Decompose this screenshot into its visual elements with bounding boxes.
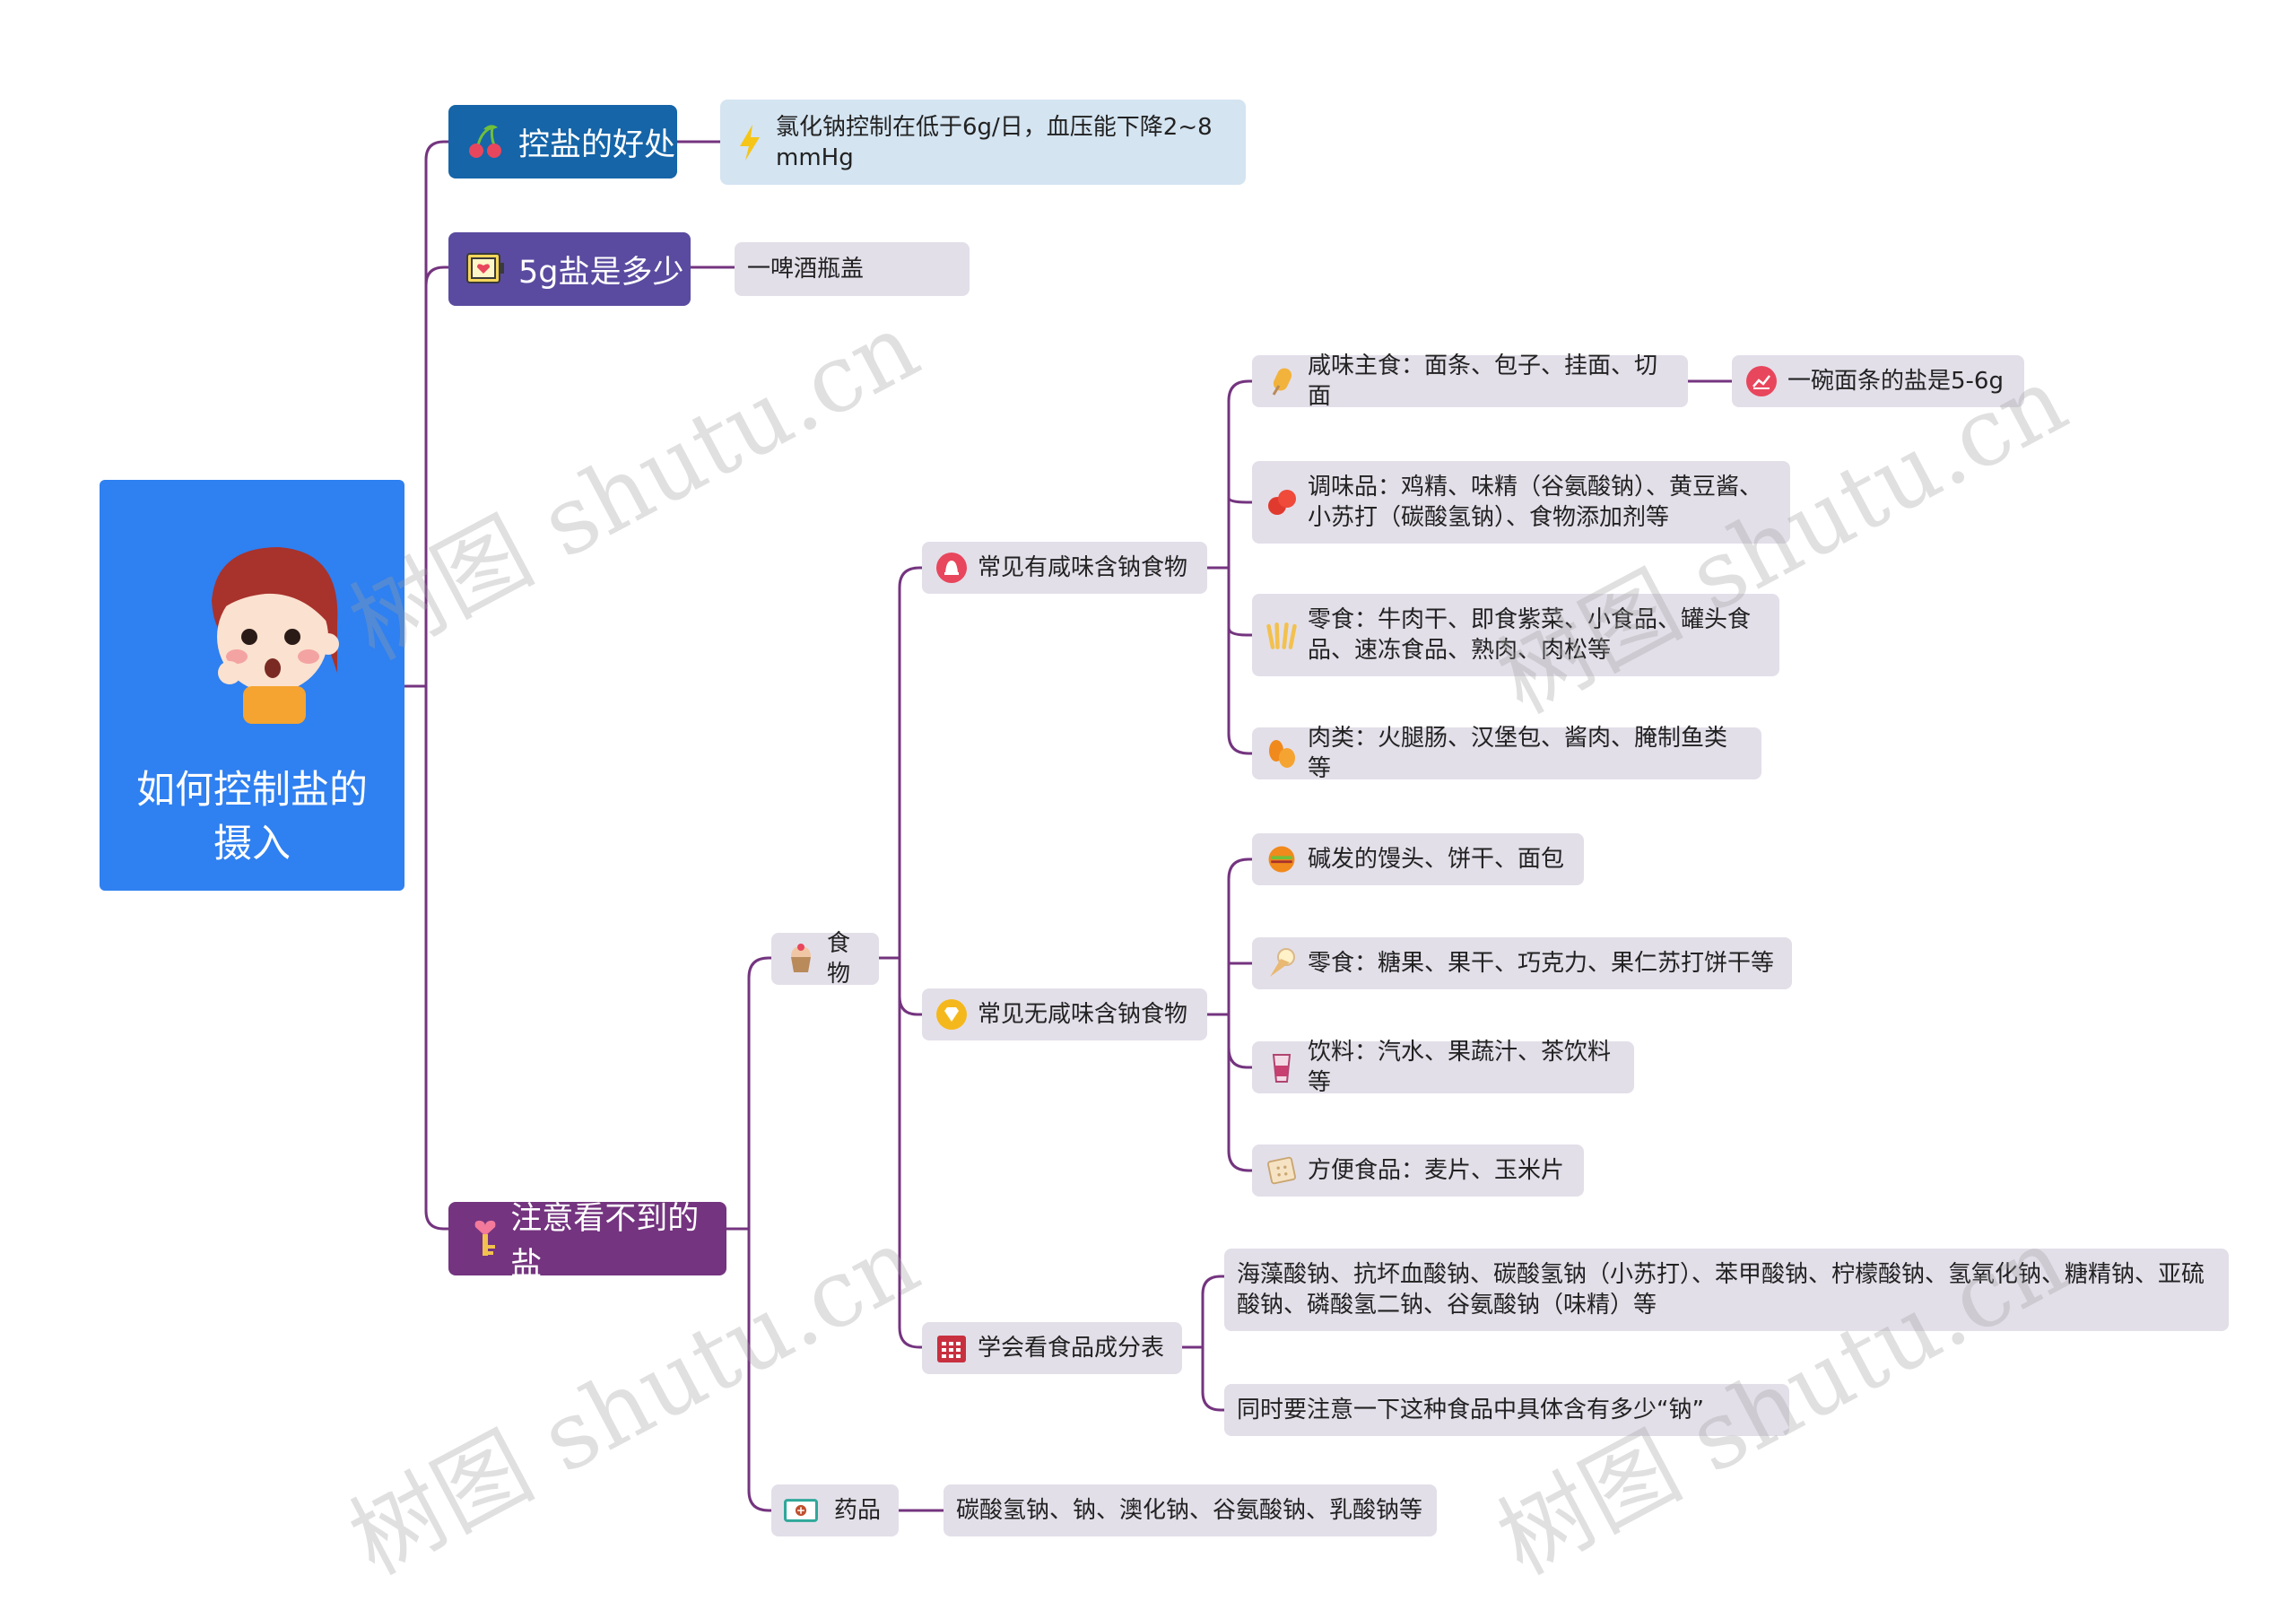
non-salty-foods-label: 常见无咸味含钠食物 — [978, 999, 1187, 1030]
drink-icon — [1265, 1050, 1299, 1084]
root-topic[interactable]: 如何控制盐的摄入 — [100, 480, 404, 891]
medicine-label: 药品 — [834, 1495, 881, 1526]
medicine-node[interactable]: 药品 — [771, 1484, 899, 1536]
non-salty-item-drinks-text: 饮料：汽水、果蔬汁、茶饮料等 — [1308, 1037, 1622, 1098]
cracker-icon — [1265, 1153, 1299, 1188]
salty-item-meat[interactable]: 肉类：火腿肠、汉堡包、酱肉、腌制鱼类等 — [1252, 727, 1761, 779]
corn-dog-icon — [1265, 364, 1299, 398]
non-salty-item-bread-text: 碱发的馒头、饼干、面包 — [1308, 844, 1564, 875]
heart-key-icon — [465, 1218, 505, 1259]
label-table-sodium-list[interactable]: 海藻酸钠、抗坏血酸钠、碳酸氢钠（小苏打）、苯甲酸钠、柠檬酸钠、氢氧化钠、糖精钠、… — [1224, 1249, 2229, 1331]
benefit-detail[interactable]: 氯化钠控制在低于6g/日，血压能下降2~8 mmHg — [720, 100, 1246, 185]
non-salty-item-instant-text: 方便食品：麦片、玉米片 — [1308, 1155, 1564, 1186]
lightning-icon — [733, 126, 767, 160]
branch-benefit[interactable]: 控盐的好处 — [448, 105, 677, 178]
root-title: 如何控制盐的摄入 — [117, 763, 387, 871]
non-salty-item-drinks[interactable]: 饮料：汽水、果蔬汁、茶饮料等 — [1252, 1041, 1634, 1093]
branch-benefit-label: 控盐的好处 — [518, 119, 675, 165]
label-table-node[interactable]: 学会看食品成分表 — [922, 1322, 1182, 1374]
salty-foods-node[interactable]: 常见有咸味含钠食物 — [922, 542, 1207, 594]
medicine-box-icon — [784, 1493, 818, 1528]
branch-amount[interactable]: 5g盐是多少 — [448, 232, 691, 306]
non-salty-item-bread[interactable]: 碱发的馒头、饼干、面包 — [1252, 833, 1584, 885]
non-salty-foods-node[interactable]: 常见无咸味含钠食物 — [922, 988, 1207, 1040]
cherries-icon — [465, 121, 506, 162]
salty-foods-label: 常见有咸味含钠食物 — [978, 553, 1187, 583]
burger-icon — [1265, 842, 1299, 876]
salty-item-staple-text: 咸味主食：面条、包子、挂面、切面 — [1308, 351, 1675, 412]
ice-cream-icon — [1265, 946, 1299, 980]
diamond-icon — [935, 997, 969, 1031]
sausage-icon — [1265, 736, 1299, 770]
fries-icon — [1265, 618, 1299, 652]
chart-icon — [1744, 364, 1779, 398]
non-salty-item-instant[interactable]: 方便食品：麦片、玉米片 — [1252, 1145, 1584, 1197]
calendar-icon — [935, 1331, 969, 1365]
tv-heart-icon — [465, 248, 506, 290]
salty-item-staple[interactable]: 咸味主食：面条、包子、挂面、切面 — [1252, 355, 1688, 407]
branch-hidden-salt[interactable]: 注意看不到的盐 — [448, 1202, 726, 1275]
bell-icon — [935, 551, 969, 585]
amount-detail-text: 一啤酒瓶盖 — [747, 254, 864, 284]
food-node[interactable]: 食物 — [771, 933, 879, 985]
branch-hidden-salt-label: 注意看不到的盐 — [510, 1193, 726, 1284]
cupcake-icon — [784, 942, 818, 976]
medicine-detail-text: 碳酸氢钠、钠、澳化钠、谷氨酸钠、乳酸钠等 — [956, 1495, 1422, 1526]
non-salty-item-snacks-text: 零食：糖果、果干、巧克力、果仁苏打饼干等 — [1308, 948, 1774, 979]
benefit-detail-text: 氯化钠控制在低于6g/日，血压能下降2~8 mmHg — [776, 112, 1224, 173]
non-salty-item-snacks[interactable]: 零食：糖果、果干、巧克力、果仁苏打饼干等 — [1252, 937, 1792, 989]
branch-amount-label: 5g盐是多少 — [518, 247, 684, 292]
tomato-icon — [1265, 485, 1299, 519]
medicine-detail[interactable]: 碳酸氢钠、钠、澳化钠、谷氨酸钠、乳酸钠等 — [944, 1484, 1437, 1536]
label-table-label: 学会看食品成分表 — [978, 1333, 1164, 1363]
salty-item-meat-text: 肉类：火腿肠、汉堡包、酱肉、腌制鱼类等 — [1308, 723, 1749, 784]
food-label: 食物 — [827, 928, 866, 989]
